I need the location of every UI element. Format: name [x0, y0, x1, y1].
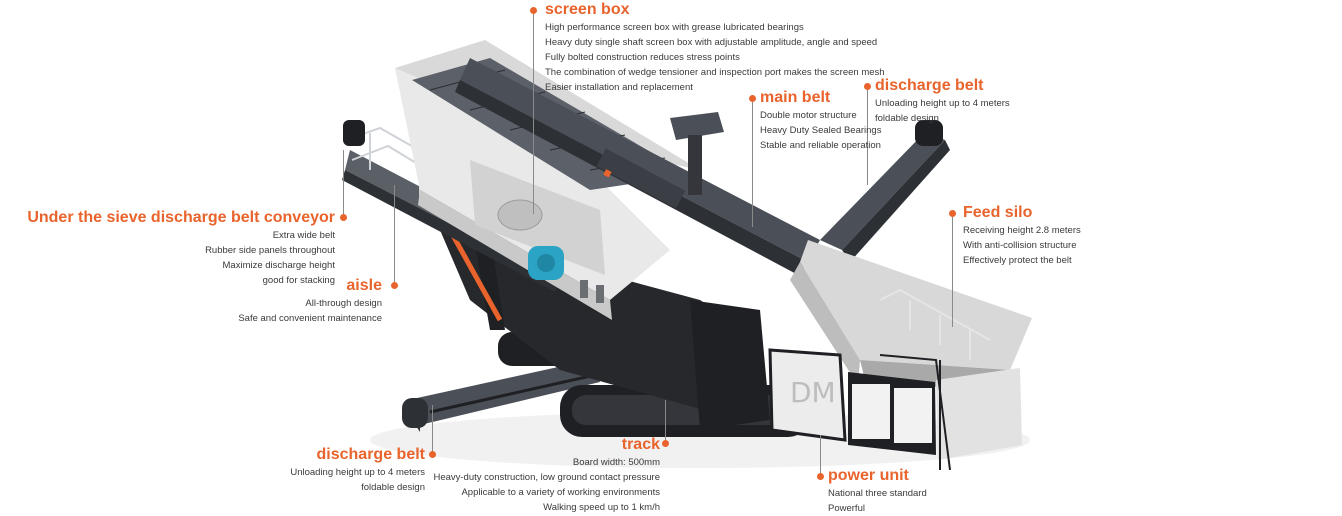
callout-title: discharge belt — [316, 446, 425, 463]
callout-main-belt: main belt Double motor structure Heavy D… — [760, 88, 881, 153]
callout-power-unit: power unit National three standard Power… — [828, 466, 927, 516]
callout-line: Effectively protect the belt — [963, 255, 1072, 266]
callout-aisle: aisle All-through design Safe and conven… — [180, 276, 382, 326]
callout-line: Maximize discharge height — [222, 260, 335, 271]
callout-feed-silo: Feed silo Receiving height 2.8 meters Wi… — [963, 203, 1081, 268]
callout-line: Walking speed up to 1 km/h — [543, 502, 660, 513]
callout-title: Under the sieve discharge belt conveyor — [27, 209, 335, 226]
callout-line: Heavy-duty construction, low ground cont… — [433, 472, 660, 483]
callout-line: National three standard — [828, 488, 927, 499]
callout-line: Stable and reliable operation — [760, 140, 881, 151]
callout-line: Easier installation and replacement — [545, 82, 693, 93]
callout-title: track — [621, 436, 660, 453]
callout-line: good for stacking — [262, 275, 335, 286]
callout-track: track Board width: 500mm Heavy-duty cons… — [400, 435, 660, 515]
callout-discharge-belt-right: discharge belt Unloading height up to 4 … — [875, 76, 1010, 126]
left-discharge-belt — [402, 360, 600, 432]
callout-line: Heavy Duty Sealed Bearings — [760, 125, 882, 136]
power-unit: DM — [768, 348, 1022, 471]
callout-title: Feed silo — [963, 204, 1033, 221]
callout-title: main belt — [760, 89, 831, 106]
main-belt-conveyor: ■ — [455, 58, 820, 276]
callout-line: Fully bolted construction reduces stress… — [545, 52, 740, 63]
callout-line: All-through design — [305, 298, 382, 309]
callout-line: Rubber side panels throughout — [205, 245, 335, 256]
callout-line: Applicable to a variety of working envir… — [461, 487, 660, 498]
callout-title: discharge belt — [875, 77, 984, 94]
callout-line: Unloading height up to 4 meters — [875, 98, 1010, 109]
callout-title: power unit — [828, 467, 909, 484]
screen-motor — [528, 246, 564, 280]
right-discharge-belt — [670, 112, 950, 262]
callout-title: screen box — [545, 1, 630, 18]
callout-line: foldable design — [361, 482, 425, 493]
callout-line: Heavy duty single shaft screen box with … — [545, 37, 878, 48]
callout-line: The combination of wedge tensioner and i… — [545, 67, 885, 78]
callout-line: Receiving height 2.8 meters — [963, 225, 1081, 236]
callout-line: With anti-collision structure — [963, 240, 1077, 251]
callout-under-sieve-belt: Under the sieve discharge belt conveyor … — [10, 208, 335, 288]
callout-line: foldable design — [875, 113, 939, 124]
callout-discharge-belt-left: discharge belt Unloading height up to 4 … — [230, 445, 425, 495]
callout-line: Extra wide belt — [272, 230, 335, 241]
power-unit-panel-text: DM — [790, 376, 836, 409]
callout-title: aisle — [346, 277, 382, 294]
callout-screen-box: screen box High performance screen box w… — [545, 0, 885, 95]
callout-line: High performance screen box with grease … — [545, 22, 804, 33]
callout-line: Unloading height up to 4 meters — [290, 467, 425, 478]
callout-line: Double motor structure — [760, 110, 857, 121]
callout-line: Board width: 500mm — [572, 457, 660, 468]
callout-line: Safe and convenient maintenance — [238, 313, 382, 324]
callout-line: Powerful — [828, 503, 865, 514]
svg-text:■: ■ — [602, 167, 613, 178]
